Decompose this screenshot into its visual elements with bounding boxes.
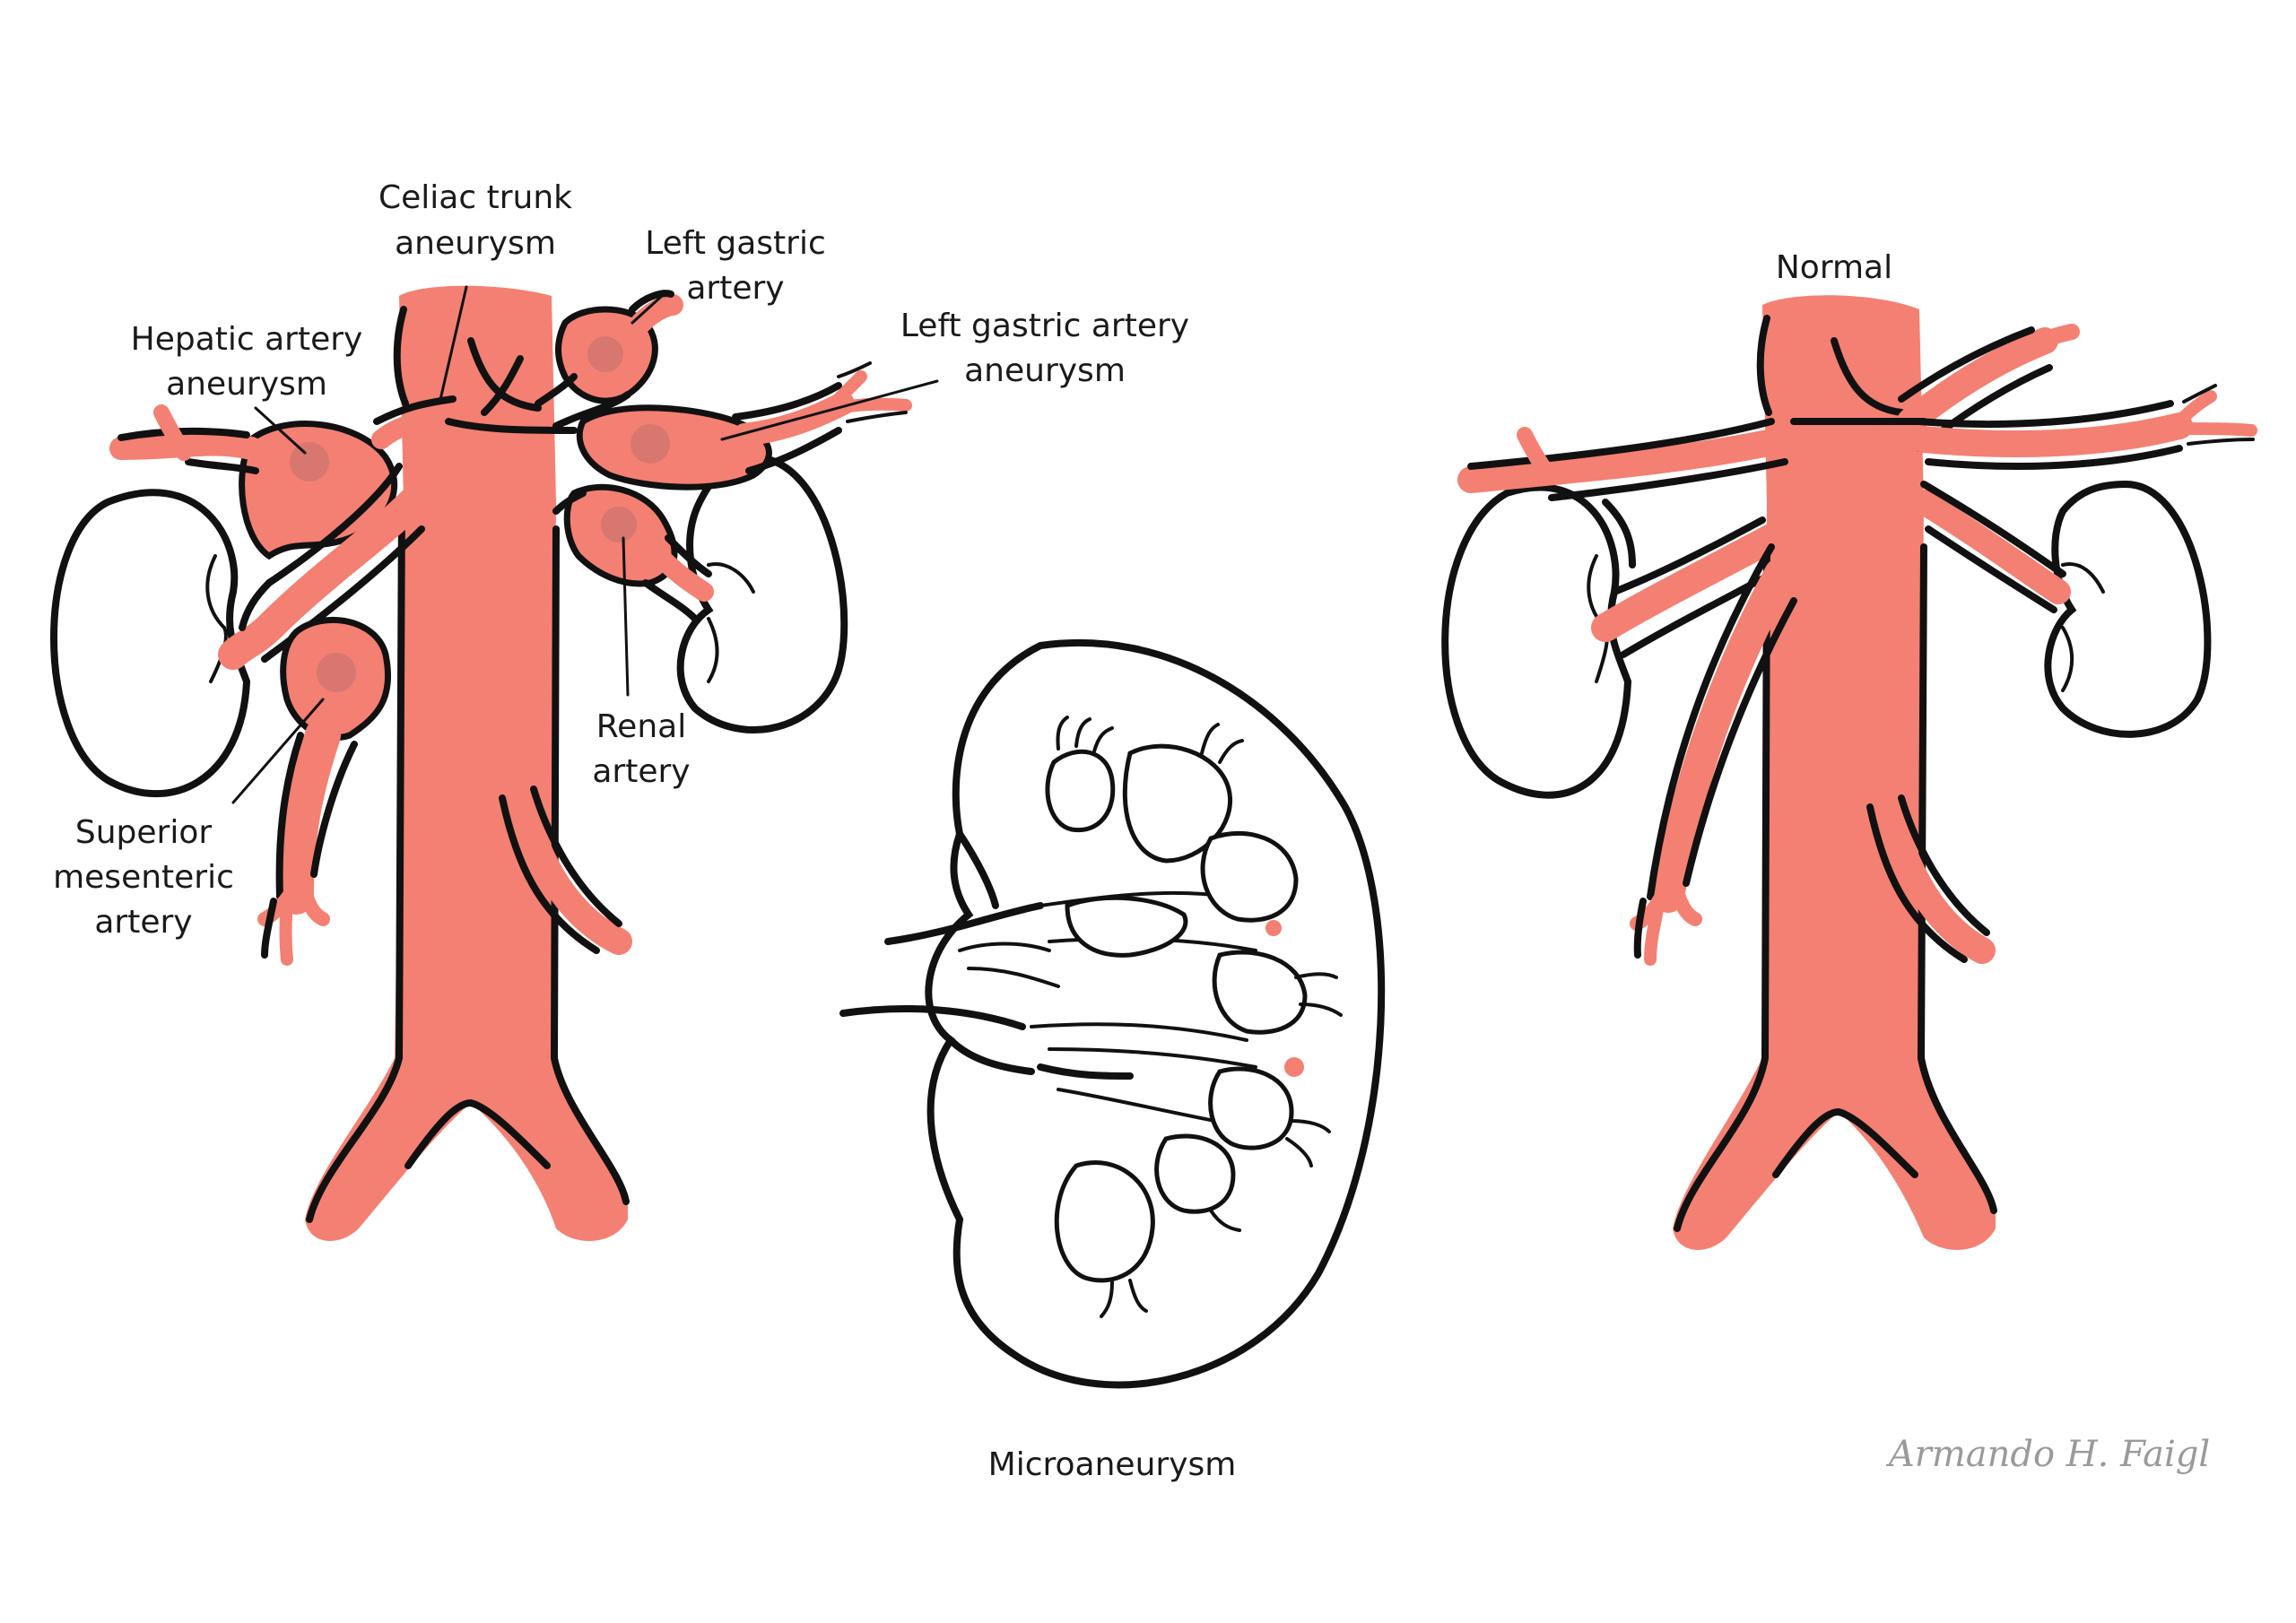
microaneurysm-dot-2: [1284, 1057, 1304, 1077]
right-kidney-1: [676, 453, 848, 733]
label-celiac-line1: Celiac trunk: [378, 179, 572, 216]
label-lga-aneurysm-line2: aneurysm: [964, 352, 1126, 389]
kidney-microaneurysm-figure: Microaneurysm: [839, 638, 1386, 1483]
aorta-2: [1673, 295, 1996, 1250]
label-hepatic-line2: aneurysm: [166, 366, 327, 403]
glomerulus-5: [1212, 950, 1308, 1035]
glomerulus-4: [1065, 895, 1188, 958]
label-hepatic-line1: Hepatic artery: [131, 321, 363, 358]
glomerulus-6: [1208, 1066, 1294, 1150]
glomerulus-3: [1200, 830, 1299, 923]
label-normal: Normal: [1776, 249, 1892, 286]
aorta-1: [305, 285, 628, 1241]
glomerulus-7: [1154, 1133, 1236, 1214]
label-sma-line1: Superior: [75, 814, 212, 851]
aneurysm-labels: Celiac trunk aneurysm Left gastric arter…: [53, 179, 1189, 941]
label-sma-line2: mesenteric: [53, 859, 234, 896]
glomerulus-8: [1054, 1160, 1155, 1283]
microaneurysm-dot-1: [1265, 920, 1282, 936]
kidney-outline: [925, 638, 1386, 1389]
left-gastric-artery-aneurysm: [576, 404, 772, 490]
normal-figure: Normal: [1441, 249, 2257, 1250]
right-kidney-2: [2044, 480, 2212, 738]
aneurysm-figure: [50, 285, 912, 1241]
label-lga-aneurysm-line1: Left gastric artery: [900, 308, 1189, 344]
signature: Armando H. Faigl: [1885, 1434, 2210, 1475]
label-left-gastric-line1: Left gastric: [645, 225, 826, 262]
left-kidney-1: [50, 489, 251, 798]
leader-lines: [231, 285, 939, 804]
label-celiac-line2: aneurysm: [395, 225, 556, 262]
label-renal-line1: Renal: [596, 708, 686, 745]
label-renal-line2: artery: [592, 753, 690, 790]
label-sma-line3: artery: [94, 904, 192, 941]
glomerulus-1: [1045, 749, 1116, 833]
label-microaneurysm: Microaneurysm: [988, 1446, 1237, 1483]
label-left-gastric-line2: artery: [686, 270, 784, 307]
left-kidney-2: [1441, 483, 1632, 799]
